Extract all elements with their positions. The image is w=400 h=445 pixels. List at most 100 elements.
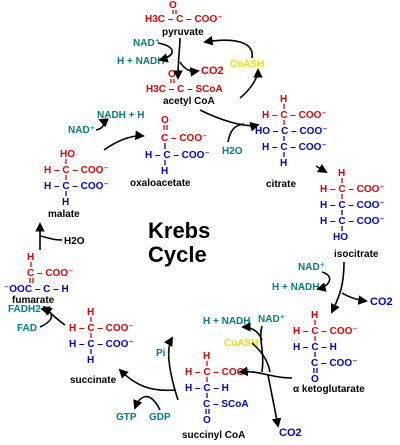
pi-label: Pi xyxy=(156,348,166,359)
co2-label-1: CO2 xyxy=(201,65,224,77)
nadh-label-1: H + NADH xyxy=(117,56,165,67)
malate-h: H xyxy=(62,197,69,208)
arrow-malate-to-oxaloacetate xyxy=(103,130,145,151)
malate-name: malate xyxy=(48,209,80,220)
citrate-row1: H – C – COO⁻ xyxy=(262,110,327,121)
succinyl-row1: H – C – COO⁻ xyxy=(185,367,250,378)
title-cycle: Cycle xyxy=(148,242,207,267)
fad-label: FAD xyxy=(17,323,37,334)
akg-row3: C – COO⁻ xyxy=(311,358,357,369)
arrow-nad-to-nadh-2 xyxy=(316,271,331,292)
arrow-isocitrate-to-akg xyxy=(330,261,345,314)
arrow-gdp-to-gtp xyxy=(133,395,161,411)
arrow-citrate-to-isocitrate xyxy=(315,163,328,173)
oxaloacetate-molecule: O C – COO⁻ H – C – COO⁻ H oxaloacetate xyxy=(130,115,210,189)
isocitrate-molecule: H H – C – COO⁻ H – C – COO⁻ H – C – COO⁻… xyxy=(320,168,385,260)
arrow-nad-to-nadh-1 xyxy=(157,42,173,63)
pyruvate-formula: H3C – C – COO⁻ xyxy=(145,14,223,25)
citrate-row3: H – C – COO⁻ xyxy=(262,142,327,153)
co2-label-2: CO2 xyxy=(370,296,393,308)
malate-molecule: HO H – C – COO⁻ H – C – COO⁻ H malate xyxy=(44,149,109,220)
arrow-coash-2-in xyxy=(251,342,271,373)
arrow-succinate-from-coa xyxy=(118,368,176,392)
acetyl-coa-formula: H3C – C – SCoA xyxy=(146,84,223,95)
akg-h1: H xyxy=(311,310,318,321)
isocitrate-ho: HO xyxy=(333,232,348,243)
nadh-label-2: H + NADH xyxy=(272,282,320,293)
malate-row1: H – C – COO⁻ xyxy=(44,165,109,176)
citrate-h1: H xyxy=(280,94,287,105)
reaction-arrows xyxy=(35,36,368,428)
coash-label-1: CoASH xyxy=(230,59,264,70)
fadh2-label: FADH2 xyxy=(8,304,41,315)
arrow-akg-to-succinylcoa xyxy=(238,366,293,379)
isocitrate-row1: H – C – COO⁻ xyxy=(320,184,385,195)
isocitrate-h: H xyxy=(338,168,345,179)
malate-ho: HO xyxy=(60,149,75,160)
oxaloacetate-h: H xyxy=(161,166,168,177)
h2o-label-2: H2O xyxy=(64,236,85,247)
citrate-h2: H xyxy=(280,158,287,169)
coash-label-2: CoASH xyxy=(224,338,258,349)
succinate-h2: H xyxy=(87,355,94,366)
akg-o: O xyxy=(311,374,319,385)
arrow-nad-to-nadh-3 xyxy=(259,325,264,373)
malate-row2: H – C – COO⁻ xyxy=(44,181,109,192)
acetyl-coa-name: acetyl CoA xyxy=(163,96,215,107)
akg-row1: H – C – COO⁻ xyxy=(293,326,358,337)
h2o-label-1: H2O xyxy=(222,146,243,157)
citrate-row2: HO – C – COO⁻ xyxy=(255,126,328,137)
fumarate-h1: H xyxy=(27,252,34,263)
succinyl-h1: H xyxy=(203,351,210,362)
pyruvate-molecule: O H3C – C – COO⁻ pyruvate xyxy=(145,0,223,38)
succinate-name: succinate xyxy=(70,375,117,386)
co2-label-3: CO2 xyxy=(279,427,302,439)
nad-label-2: NAD⁺ xyxy=(298,262,325,273)
arrow-nad-to-nadh-4 xyxy=(95,118,109,131)
isocitrate-row2: H – C – COO⁻ xyxy=(320,200,385,211)
fumarate-molecule: H C – COO⁻ ⁻OOC – C – H fumarate xyxy=(4,252,73,306)
nad-label-3: NAD⁺ xyxy=(258,314,285,325)
arrow-to-co2-3 xyxy=(267,374,282,428)
succinate-molecule: H H – C – COO⁻ H – C – COO⁻ H succinate xyxy=(69,307,134,386)
arrow-h2o-1 xyxy=(227,123,245,143)
succinyl-name: succinyl CoA xyxy=(182,430,245,441)
nadh-label-4: NADH + H xyxy=(97,110,145,121)
oxaloacetate-row1: C – COO⁻ xyxy=(161,133,207,144)
akg-row2: H – C – H xyxy=(293,342,337,353)
citrate-molecule: H H – C – COO⁻ HO – C – COO⁻ H – C – COO… xyxy=(255,94,328,190)
succinate-h1: H xyxy=(87,307,94,318)
acetyl-coa-o: O xyxy=(168,69,176,80)
pyruvate-name: pyruvate xyxy=(162,27,204,38)
title-krebs: Krebs xyxy=(148,218,210,243)
oxaloacetate-name: oxaloacetate xyxy=(130,178,191,189)
akg-name: α ketoglutarate xyxy=(293,384,365,395)
gdp-label: GDP xyxy=(149,412,171,423)
fumarate-name: fumarate xyxy=(12,295,55,306)
succinyl-coa-molecule: H H – C – COO⁻ H – C – H C – SCoA O succ… xyxy=(182,351,250,441)
arrow-h2o-2 xyxy=(39,235,63,241)
arrow-fad-to-fadh2 xyxy=(39,306,53,328)
succinyl-row3: C – SCoA xyxy=(203,399,249,410)
arrow-to-co2-1 xyxy=(179,61,200,77)
oxaloacetate-row2: H – C – COO⁻ xyxy=(145,150,210,161)
arrow-acetyl-to-citrate xyxy=(199,109,260,132)
succinate-row2: H – C – COO⁻ xyxy=(69,339,134,350)
succinyl-o: O xyxy=(203,415,211,426)
fumarate-row2: ⁻OOC – C – H xyxy=(4,284,69,295)
isocitrate-name: isocitrate xyxy=(334,249,379,260)
nadh-label-3: H + NADH xyxy=(203,316,251,327)
arrow-to-co2-2 xyxy=(341,292,368,305)
gtp-label: GTP xyxy=(116,412,137,423)
succinyl-row2: H – C – H xyxy=(185,383,229,394)
fumarate-row1: C – COO⁻ xyxy=(27,268,73,279)
nad-label-1: NAD⁺ xyxy=(133,38,160,49)
arrow-nadh-3-out xyxy=(241,322,263,341)
nad-label-4: NAD⁺ xyxy=(68,125,95,136)
pyruvate-carbonyl-o: O xyxy=(169,0,177,11)
alpha-ketoglutarate-molecule: H H – C – COO⁻ H – C – H C – COO⁻ O α ke… xyxy=(293,310,365,395)
arrow-coash-release xyxy=(239,68,263,99)
isocitrate-row3: H – C – COO⁻ xyxy=(320,216,385,227)
succinate-row1: H – C – COO⁻ xyxy=(69,323,134,334)
